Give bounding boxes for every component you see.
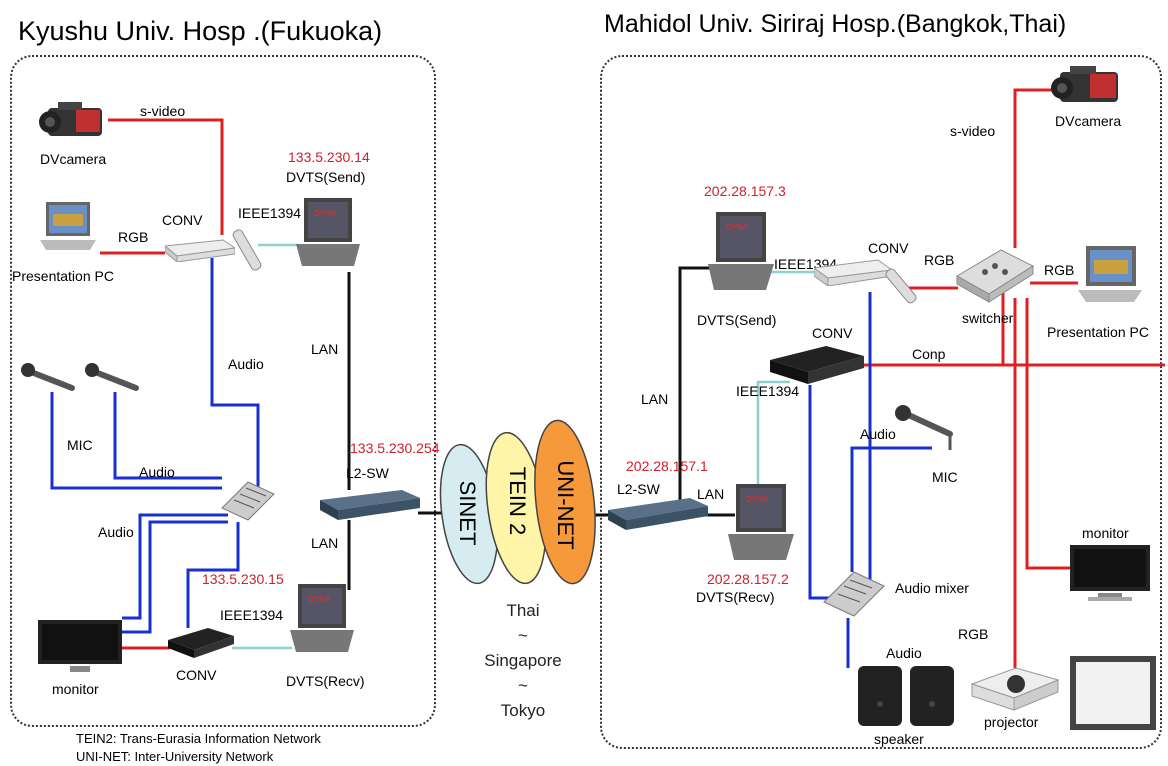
presentation-pc-right-label: Presentation PC xyxy=(1047,324,1149,340)
mahidol-site-title: Mahidol Univ. Siriraj Hosp.(Bangkok,Thai… xyxy=(604,10,1067,38)
laptop-recv-icon: DYNA xyxy=(286,582,358,660)
conp-label: Conp xyxy=(912,346,946,362)
lan-2-right-label: LAN xyxy=(697,486,725,502)
dvts-recv-label: DVTS(Recv) xyxy=(286,673,365,689)
kyushu-site-frame xyxy=(10,55,436,727)
dv-camera-right-icon xyxy=(1050,64,1126,112)
kyushu-site-title: Kyushu Univ. Hosp .(Fukuoka) xyxy=(18,16,383,46)
remote-control-icon xyxy=(230,228,264,272)
l2sw-right-label: L2-SW xyxy=(617,481,660,497)
laptop-recv-right-icon: DYNA xyxy=(724,482,796,570)
speaker-left-icon xyxy=(856,664,904,728)
ip-dvts-send-right: 202.28.157.3 xyxy=(704,183,786,199)
audio-1-right-label: Audio xyxy=(860,426,896,442)
remote-control-right-icon xyxy=(884,266,918,306)
dvts-send-right-label: DVTS(Send) xyxy=(697,312,777,328)
converter-top-right-icon xyxy=(812,258,894,287)
l2-switch-right-icon xyxy=(606,496,710,532)
conv-bottom-label: CONV xyxy=(176,667,217,683)
route-singapore: Singapore xyxy=(484,651,562,670)
svg-text:DYNA: DYNA xyxy=(746,495,769,504)
speaker-right-icon xyxy=(908,664,956,728)
s-video-right-label: s-video xyxy=(950,123,996,139)
ip-dvts-recv: 133.5.230.15 xyxy=(202,571,284,587)
ieee1394-top-label: IEEE1394 xyxy=(238,205,302,221)
network-tein2-label: TEIN 2 xyxy=(505,466,530,536)
dvcamera-right-label: DVcamera xyxy=(1055,113,1122,129)
route-tilde-1: ~ xyxy=(518,626,528,645)
audio-2-right-label: Audio xyxy=(886,645,922,661)
ip-dvts-send: 133.5.230.14 xyxy=(288,149,370,165)
dvcamera-label: DVcamera xyxy=(40,151,107,167)
lan-top-label: LAN xyxy=(311,341,339,357)
route-tilde-2: ~ xyxy=(518,676,528,695)
microphone-right-icon xyxy=(894,404,964,452)
lan-bottom-label: LAN xyxy=(311,535,339,551)
s-video-label: s-video xyxy=(140,103,186,119)
route-tokyo: Tokyo xyxy=(500,701,546,720)
network-uninet-ellipse xyxy=(530,414,600,590)
dv-camera-icon xyxy=(38,100,108,144)
svg-text:DYNA: DYNA xyxy=(726,223,749,232)
converter-box-bottom-icon xyxy=(168,626,234,660)
ieee1394-mid-right-label: IEEE1394 xyxy=(736,383,800,399)
network-uninet-label: UNI-NET xyxy=(553,460,578,550)
presentation-pc-icon xyxy=(36,200,100,258)
monitor-left-label: monitor xyxy=(52,681,99,697)
audio-mixer-label: Audio mixer xyxy=(895,580,969,596)
mic-label: MIC xyxy=(67,437,93,453)
legend: TEIN2: Trans-Eurasia Information Network… xyxy=(76,730,321,766)
audio-3-label: Audio xyxy=(98,524,134,540)
rgb-3-right-label: RGB xyxy=(958,626,989,642)
converter-mid-right-icon xyxy=(770,344,864,386)
monitor-right-label: monitor xyxy=(1082,525,1129,541)
ip-dvts-recv-right: 202.28.157.2 xyxy=(707,571,789,587)
rgb-1-right-label: RGB xyxy=(924,252,955,268)
conv-mid-right-label: CONV xyxy=(812,325,853,341)
l2sw-left-label: L2-SW xyxy=(346,465,389,481)
svg-text:DYNA: DYNA xyxy=(314,209,337,218)
conv-top-label: CONV xyxy=(162,212,203,228)
dvts-send-label: DVTS(Send) xyxy=(286,169,366,185)
speaker-label: speaker xyxy=(874,731,924,747)
audio-mixer-left-icon xyxy=(218,478,276,524)
projector-label: projector xyxy=(984,714,1039,730)
lan-right-label: LAN xyxy=(641,391,669,407)
converter-box-icon xyxy=(163,238,237,264)
l2-switch-left-icon xyxy=(318,488,422,522)
presentation-pc-right-icon xyxy=(1074,244,1146,312)
conv-top-right-label: CONV xyxy=(868,240,909,256)
microphone-2-icon xyxy=(84,362,146,394)
ieee1394-bottom-label: IEEE1394 xyxy=(220,607,284,623)
legend-tein2: TEIN2: Trans-Eurasia Information Network xyxy=(76,731,321,746)
route-text: Thai ~ Singapore ~ Tokyo xyxy=(468,598,578,723)
network-sinet-label: SINET xyxy=(455,480,480,546)
switcher-icon xyxy=(955,246,1035,304)
switcher-label: switcher xyxy=(962,310,1014,326)
svg-text:DYNA: DYNA xyxy=(308,595,331,604)
laptop-send-right-icon: DYNA xyxy=(704,210,776,300)
laptop-send-icon: DYNA xyxy=(292,196,364,274)
legend-uninet: UNI-NET: Inter-University Network xyxy=(76,749,274,764)
projection-screen-icon xyxy=(1068,654,1158,732)
mic-right-label: MIC xyxy=(932,469,958,485)
audio-2-label: Audio xyxy=(139,464,175,480)
monitor-left-icon xyxy=(36,618,124,676)
dvts-recv-right-label: DVTS(Recv) xyxy=(696,589,775,605)
microphone-1-icon xyxy=(20,362,82,394)
mahidol-site-frame xyxy=(600,55,1162,749)
presentation-pc-label: Presentation PC xyxy=(12,268,114,284)
projector-icon xyxy=(970,664,1060,712)
audio-mixer-right-icon xyxy=(820,568,886,620)
rgb-label: RGB xyxy=(118,229,149,245)
ip-switch-left: 133.5.230.254 xyxy=(350,440,440,456)
route-thai: Thai xyxy=(506,601,540,620)
monitor-right-icon xyxy=(1068,543,1152,605)
ip-switch-right: 202.28.157.1 xyxy=(626,458,708,474)
audio-1-label: Audio xyxy=(228,356,264,372)
rgb-2-right-label: RGB xyxy=(1044,262,1075,278)
